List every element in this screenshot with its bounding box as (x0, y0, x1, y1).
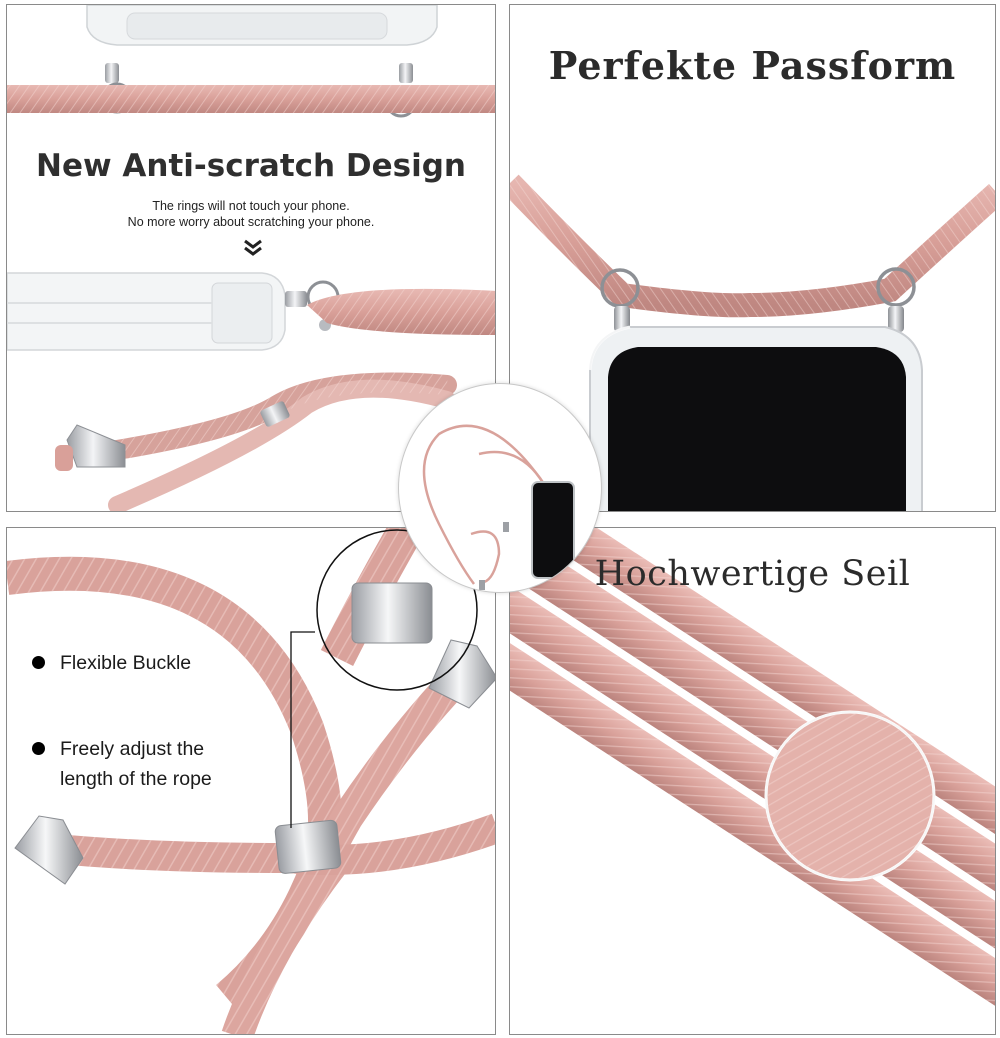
rope-side (307, 288, 495, 335)
anti-scratch-subtitle-2: No more worry about scratching your phon… (127, 215, 375, 229)
necklace-phone-thumbnail (422, 424, 575, 590)
panel-flexible-buckle: Flexible Buckle Freely adjust the length… (6, 527, 496, 1035)
buckle-illustration (7, 528, 495, 1034)
buckle-slider (274, 819, 342, 874)
rope-neck (510, 174, 995, 318)
feature-text-line1: Freely adjust the (60, 738, 205, 760)
rope-end-tip (55, 424, 126, 471)
rope-end-tip-left (14, 815, 84, 885)
ring-left (600, 268, 640, 332)
feature-text: Flexible Buckle (60, 652, 192, 674)
panel-quality-rope: Hochwertige Seil (509, 527, 996, 1035)
bullet-dot-icon (32, 656, 45, 669)
rope-top (7, 85, 495, 113)
feature-flexible-buckle: Flexible Buckle (32, 648, 232, 680)
anti-scratch-title: New Anti-scratch Design (36, 148, 466, 184)
panel-perfect-fit: Perfekte Passform (509, 4, 996, 512)
quality-rope-illustration (510, 528, 995, 1034)
rope-slider (260, 401, 290, 427)
rope-strand-left (45, 813, 495, 875)
perfect-fit-illustration (510, 174, 995, 511)
zoom-detail-circle (764, 710, 936, 882)
chevron-double-down-icon (244, 239, 262, 256)
anti-scratch-illustration (7, 5, 495, 511)
clear-case-side (7, 272, 286, 351)
phone-with-clear-case (588, 325, 923, 511)
quality-rope-title: Hochwertige Seil (594, 554, 911, 594)
clear-case-top (86, 5, 438, 46)
feature-text-line2: length of the rope (60, 768, 212, 790)
center-product-badge (398, 383, 602, 593)
ring-right (876, 267, 916, 332)
rope-end-tip-right (428, 639, 495, 709)
bullet-dot-icon (32, 742, 45, 755)
panel-anti-scratch: New Anti-scratch Design The rings will n… (6, 4, 496, 512)
magnifier-circle (316, 529, 478, 691)
feature-adjust-length: Freely adjust the length of the rope (32, 734, 252, 798)
dimension-bracket (290, 631, 315, 828)
anti-scratch-subtitle-1: The rings will not touch your phone. (152, 199, 350, 213)
perfect-fit-title: Perfekte Passform (548, 43, 957, 88)
